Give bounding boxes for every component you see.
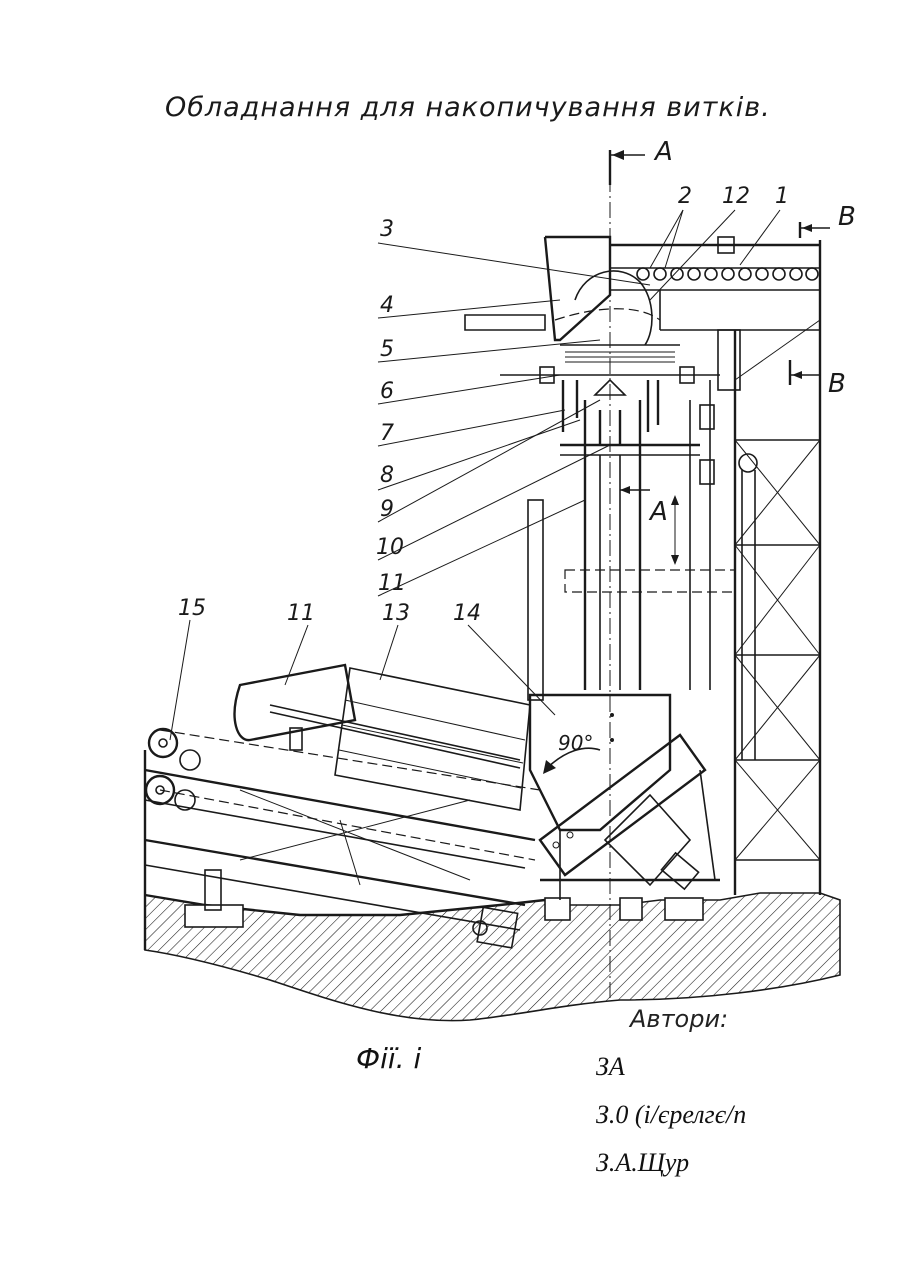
callout-8: 8 <box>380 463 394 488</box>
callout-11-column: 11 <box>378 571 406 596</box>
author-name-3: З.А.Щур <box>596 1148 689 1178</box>
authors-heading: Автори: <box>630 1005 728 1033</box>
author-name-2: З.0 (і/єрелгє/п <box>596 1100 746 1130</box>
section-mark-b-top: В <box>838 202 856 232</box>
callout-5: 5 <box>380 337 394 362</box>
callout-14: 14 <box>453 601 481 626</box>
angle-label: 90° <box>558 731 593 755</box>
callout-3: 3 <box>380 217 394 242</box>
callout-11-cylinder: 11 <box>287 601 315 626</box>
hopper <box>465 237 720 383</box>
callout-6: 6 <box>380 379 394 404</box>
ground-section <box>145 893 840 1021</box>
callout-12: 12 <box>722 184 750 209</box>
drawing-title: Обладнання для накопичування витків. <box>165 92 771 123</box>
section-mark-a-top: А <box>653 137 673 167</box>
figure-caption: Фії. і <box>356 1042 421 1075</box>
callout-13: 13 <box>382 601 410 626</box>
callout-10: 10 <box>376 535 404 560</box>
callout-4: 4 <box>380 293 394 318</box>
author-name-1: ЗА <box>596 1052 625 1082</box>
callout-7: 7 <box>380 421 394 446</box>
coil-carrier <box>235 665 530 810</box>
callout-1: 1 <box>775 184 789 209</box>
lift-column <box>528 330 740 700</box>
tower-frame <box>735 240 820 895</box>
section-mark-a-mid: А <box>648 497 668 527</box>
tilt-base <box>530 695 720 900</box>
callout-9: 9 <box>380 497 394 522</box>
section-mark-b-mid: В <box>828 369 846 399</box>
callout-15: 15 <box>178 596 206 621</box>
callout-2: 2 <box>678 184 692 209</box>
pulleys <box>146 729 200 810</box>
